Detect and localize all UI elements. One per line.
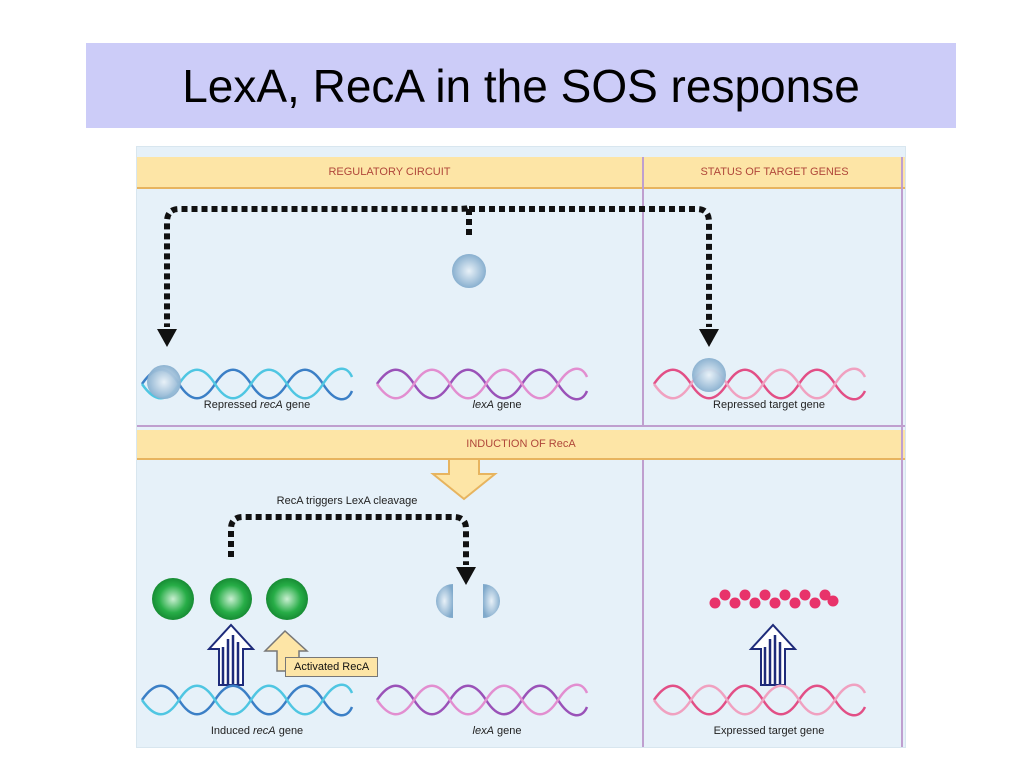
- cleaved-lexa-right: [483, 584, 500, 618]
- repressed-target-gene-label: Repressed target gene: [713, 399, 825, 411]
- reca-protein-2: [210, 578, 252, 620]
- trigger-caption: RecA triggers LexA cleavage: [277, 495, 418, 507]
- lexa-gene-name-top: lexA: [472, 399, 494, 411]
- lexa-gene-label-bottom: lexA gene: [473, 725, 522, 737]
- repressed-reca-suffix: gene: [282, 399, 311, 411]
- reca-protein-3: [266, 578, 308, 620]
- reca-expression-arrow: [206, 623, 256, 686]
- regulatory-circuit-header: REGULATORY CIRCUIT: [137, 157, 642, 189]
- reca-dna-bottom: [140, 683, 354, 717]
- lexa-gene-name-bottom: lexA: [472, 725, 494, 737]
- induction-arrow: [430, 458, 498, 501]
- lexa-repression-arrows: [164, 205, 712, 327]
- induction-header-label: INDUCTION OF RecA: [466, 438, 576, 450]
- lexa-bound-reca: [147, 365, 181, 399]
- cleaved-lexa-left: [436, 584, 453, 618]
- arrowhead-reca: [157, 329, 177, 347]
- lexa-gene-suffix-top: gene: [493, 399, 522, 411]
- induced-reca-gene-name: recA: [253, 725, 276, 737]
- target-genes-header: STATUS OF TARGET GENES: [644, 157, 905, 189]
- induction-header: INDUCTION OF RecA: [137, 430, 905, 460]
- expressed-target-gene-text: Expressed target gene: [713, 725, 825, 737]
- cleavage-arrow: [228, 514, 469, 565]
- column-divider-bottom: [642, 460, 644, 747]
- activated-reca-callout: Activated RecA: [285, 657, 379, 677]
- activated-reca-label: Activated RecA: [294, 661, 370, 673]
- reca-protein-1: [152, 578, 194, 620]
- title-band: LexA, RecA in the SOS response: [86, 43, 956, 128]
- repressed-target-gene-text: Repressed target gene: [713, 399, 825, 411]
- target-genes-header-label: STATUS OF TARGET GENES: [700, 166, 849, 178]
- arrowhead-target: [699, 329, 719, 347]
- lexa-protein: [452, 254, 486, 288]
- lexa-gene-label-top: lexA gene: [473, 399, 522, 411]
- induced-reca-prefix: Induced: [210, 725, 254, 737]
- row-divider: [137, 425, 905, 427]
- lexa-dna-bottom: [375, 683, 589, 717]
- column-divider-top: [642, 157, 644, 427]
- target-protein-chain: [709, 589, 839, 609]
- lexa-bound-target: [692, 358, 726, 392]
- slide-title: LexA, RecA in the SOS response: [182, 59, 860, 112]
- diagram-graphics: [140, 205, 867, 717]
- repressed-reca-gene-label: Repressed recA gene: [204, 399, 310, 411]
- regulatory-circuit-header-label: REGULATORY CIRCUIT: [328, 166, 451, 178]
- induced-reca-gene-label: Induced recA gene: [211, 725, 303, 737]
- target-expression-arrow: [748, 623, 798, 686]
- target-dna-bottom: [652, 683, 867, 717]
- repressed-reca-prefix: Repressed: [203, 399, 261, 411]
- cleavage-arrowhead: [456, 567, 476, 585]
- repressed-reca-gene-name: recA: [260, 399, 283, 411]
- target-dna-top: [652, 367, 867, 401]
- trigger-caption-text: RecA triggers LexA cleavage: [276, 495, 418, 507]
- lexa-dna-top: [375, 367, 589, 401]
- expressed-target-gene-label: Expressed target gene: [714, 725, 825, 737]
- sos-response-diagram: REGULATORY CIRCUIT STATUS OF TARGET GENE…: [136, 146, 906, 748]
- right-border: [901, 157, 903, 747]
- lexa-gene-suffix-bottom: gene: [493, 725, 522, 737]
- induced-reca-suffix: gene: [275, 725, 304, 737]
